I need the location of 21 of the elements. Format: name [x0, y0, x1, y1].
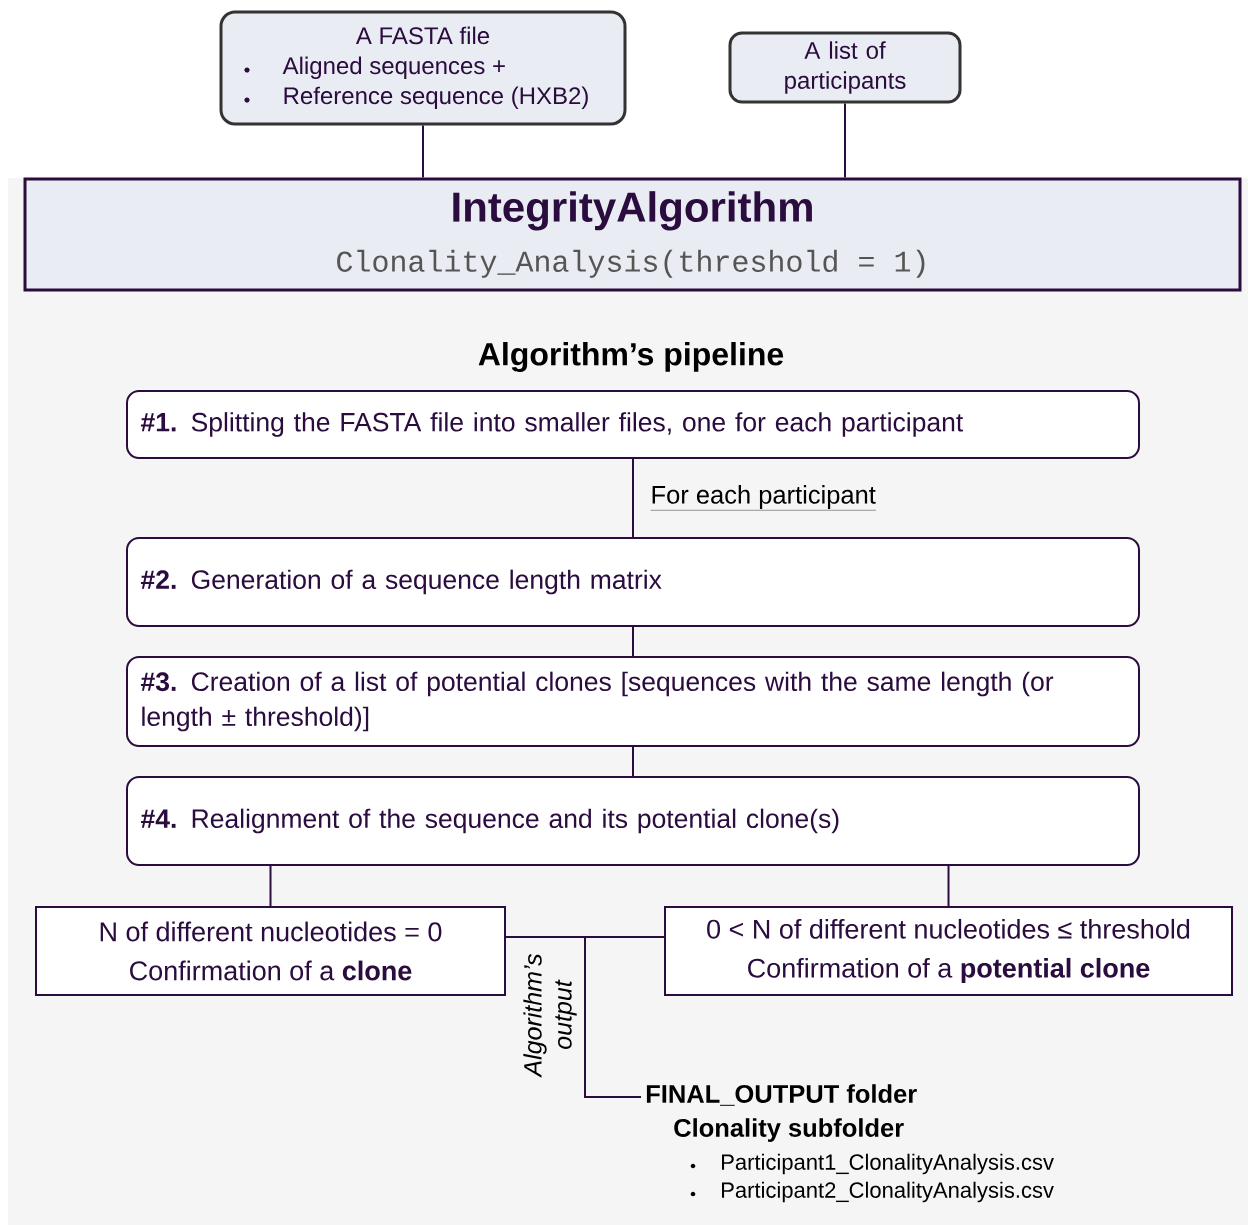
edge-label: Algorithm’s output	[523, 953, 577, 1078]
connector-line	[269, 865, 272, 907]
connector-line	[947, 865, 950, 907]
step-box: #3. Creation of a list of potential clones [sequences with the same length (or length ± threshold)]	[126, 656, 1140, 747]
edge-label: For each participant	[650, 485, 877, 511]
connector-line	[632, 458, 634, 538]
algorithm-box: IntegrityAlgorithm Clonality_Analysis(threshold = 1)	[23, 177, 1242, 292]
step-box: #1. Splitting the FASTA file into smaller files, one for each participant	[126, 390, 1140, 459]
step-box: #2. Generation of a sequence length matrix	[126, 537, 1140, 627]
step-box: #4. Realignment of the sequence and its potential clone(s)	[126, 776, 1140, 866]
input-box: A list of participants	[728, 31, 962, 104]
connector-line	[422, 124, 424, 179]
connector-line	[632, 746, 634, 777]
connector-line	[584, 936, 665, 1098]
result-box: 0 < N of different nucleotides ≤ threshold Confirmation of a potential clone	[664, 906, 1233, 996]
input-box: A FASTA file Aligned sequences + Reference sequence (HXB2)	[219, 10, 627, 126]
output-folder-list: FINAL_OUTPUT folder Clonality subfolder Participant1_ClonalityAnalysis.csv Participant2_ClonalityAnalysis.csv	[646, 1084, 1054, 1203]
connector-line	[844, 102, 846, 179]
section-heading: Algorithm’s pipeline	[478, 342, 784, 372]
connector-line	[632, 626, 634, 657]
result-box: N of different nucleotides = 0 Confirmation of a clone	[35, 906, 506, 996]
